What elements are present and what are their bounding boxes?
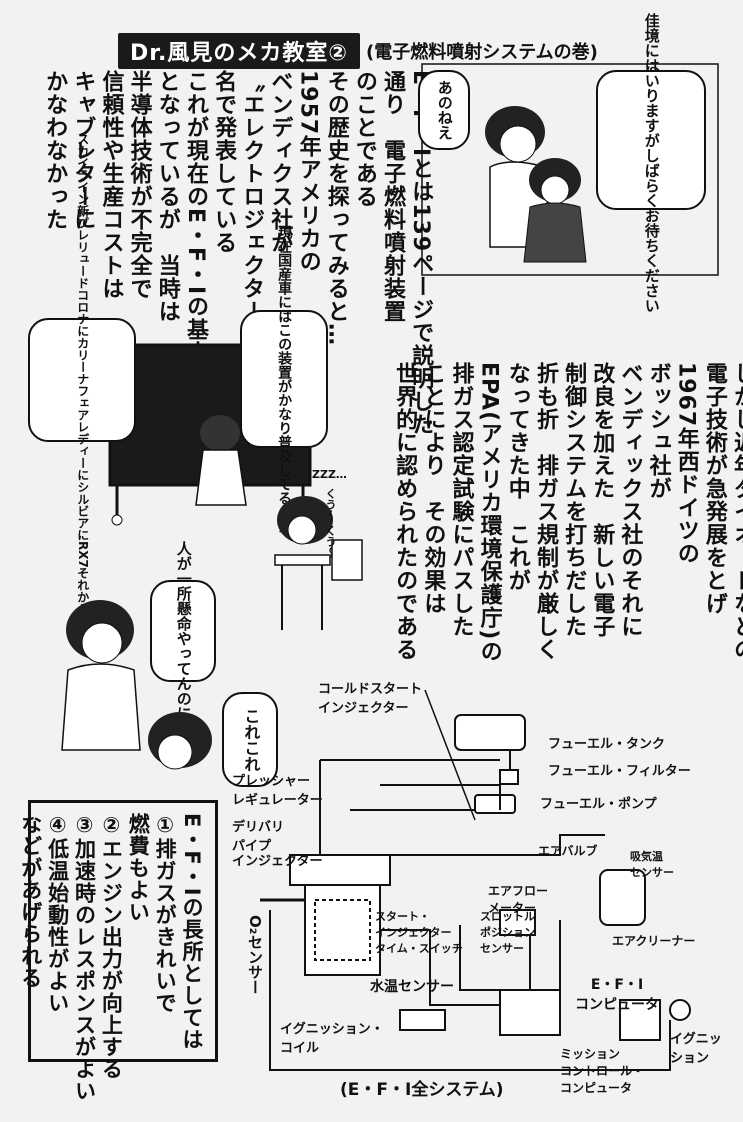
modern-line: 世界的に認められたのである (392, 362, 418, 661)
label-fuel-pump: フューエル・ポンプ (540, 797, 657, 812)
page-subtitle: (電子燃料噴射システムの巻) (366, 42, 598, 63)
intro-line: 1957年アメリカの (295, 70, 321, 274)
label-pressure-regulator: プレッシャー レギュレーター (232, 774, 323, 808)
efi-system-diagram: コールドスタート インジェクター フューエル・タンク フューエル・フィルター プ… (230, 670, 730, 1095)
snore-sfx: くう〜 くう〜 (324, 488, 337, 558)
bubble-please-wait: 話は 佳境にはいりますがしばらくお待ちください (596, 0, 706, 313)
bubble-cars-line: 新ブレリュード (75, 204, 90, 289)
bubble-please-wait-line: しばらく (642, 147, 661, 208)
bubble-cars-line: スカイライン (75, 132, 90, 205)
intro-line: 名で発表している (211, 70, 237, 254)
modern-line: 折も折 排ガス規制が厳しく (532, 362, 558, 661)
label-delivery-pipe: デリバリ パイプ (232, 820, 285, 854)
label-intake-temp-sensor: 吸気温 センサー (630, 850, 674, 879)
intro-line: かなわなかった (42, 70, 68, 231)
modern-line: 改良を加えた 新しい電子 (589, 362, 615, 638)
panel-talking (420, 62, 720, 277)
modern-line: 1967年西ドイツの (673, 362, 699, 566)
intro-line: のことである (351, 70, 377, 208)
pointing-girl-art (148, 712, 212, 770)
page-title: Dr.風見のメカ教室② (118, 33, 360, 69)
advantage-line: などがあげられる (18, 813, 43, 989)
bubble-cars-line: コロナにカリーナ (75, 288, 90, 385)
intro-line: これが現在のE・F・Iの基本 (182, 70, 208, 365)
label-injector: インジェクター (232, 854, 323, 869)
advantage-line: 燃費もよい (126, 813, 151, 923)
bubble-anone-line: あのねえ (435, 80, 454, 140)
advantage-line: ③加速時のレスポンスがよい (72, 813, 97, 1102)
intro-line: キャブレターに (70, 70, 96, 231)
bubble-please-wait-line: 話は 佳境に (642, 0, 661, 58)
bubble-effort-line: やってんのに (174, 631, 193, 721)
bubble-effort: 人が一所懸命やってんのに (150, 541, 216, 721)
modern-line: しかし近年ダイオードなどの (730, 362, 743, 661)
label-start-injector-switch: スタート・ インジェクター タイム・スイッチ (375, 910, 463, 955)
modern-line: 電子技術が急発展をとげ (701, 362, 727, 615)
bubble-effort-line: 人が一所懸命 (174, 541, 193, 631)
zzz-sfx: ZZZ… (312, 468, 347, 481)
bubble-koreda: これこれ (222, 692, 278, 787)
intro-line: 信頼性や生産コストは (98, 70, 124, 300)
label-cold-start-injector: コールドスタート インジェクター (318, 682, 423, 716)
intro-line: 通り 電子燃料噴射装置 (380, 70, 406, 323)
modern-line: ボッシュ社が (645, 362, 671, 500)
modern-line: 排ガス認定試験にパスした (448, 362, 474, 638)
label-airflow-meter: エアフロー メーター (488, 884, 549, 915)
label-efi-computer: E・F・I コンピュータ (575, 977, 659, 1013)
intro-text: E・F・Iとは139ページで説明した通り 電子燃料噴射装置のことであるその歴史を… (40, 70, 434, 436)
bubble-anone: あのねえ (418, 70, 470, 150)
efi-diagram-art (260, 689, 691, 1071)
bubble-cars-line: シルビアにRX7 (75, 480, 90, 568)
advantage-line: ①排ガスがきれいで (153, 813, 178, 1014)
advantage-line: E・F・Iの長所としては (180, 813, 204, 1051)
panel-angry (40, 575, 165, 765)
label-ignition: イグニッ ション (670, 1032, 722, 1066)
diagram-caption: (E・F・I全システム) (340, 1080, 504, 1100)
modern-line: ことにより その効果は (420, 362, 446, 615)
panel-sleeping (260, 470, 370, 640)
label-fuel-tank: フューエル・タンク (548, 737, 666, 752)
label-air-valve: エアバルブ (538, 844, 598, 858)
label-fuel-filter: フューエル・フィルター (548, 764, 691, 779)
label-o2-sensor: O₂センサー (246, 915, 264, 995)
panel-talking-art (421, 63, 719, 276)
bubble-domestic-line: この装置がかなり (276, 323, 293, 435)
label-water-temp-sensor: 水温センサー (370, 979, 454, 995)
label-mission-control-computer: ミッション コントロール・ コンピュータ (560, 1047, 645, 1095)
modern-line: ベンディックス社のそれに (617, 362, 643, 638)
angry-boy-art (61, 600, 141, 751)
advantage-line: ②エンジン出力が向上する (99, 813, 124, 1080)
bubble-domestic: 現在国産車にはこの装置がかなり普及してるんだ (240, 225, 328, 533)
label-ignition-coil: イグニッション・ コイル (280, 1022, 384, 1056)
advantage-line: ④低温始動性がよい (45, 813, 70, 1014)
label-air-cleaner: エアクリーナー (612, 934, 696, 948)
modern-line: なってきた中 これが (504, 362, 530, 592)
bubble-cars-line: フェアレディーに (75, 384, 90, 481)
label-throttle-position-sensor: スロットル ポジション センサー (480, 910, 535, 955)
bubble-domestic-line: 現在国産車には (276, 225, 293, 323)
bubble-please-wait-line: はいりますが (642, 57, 661, 148)
modern-line: 制御システムを打ちだした (561, 362, 587, 638)
sleeping-girl-art (274, 496, 363, 630)
modern-line: EPA(アメリカ環境保護庁)の (476, 362, 502, 664)
bubble-please-wait-line: お待ちください (642, 207, 661, 313)
intro-line: ベンディクス社が (267, 70, 293, 254)
intro-line: その歴史を探ってみると… (323, 70, 349, 346)
bubble-koreda-line: これこれ (241, 707, 261, 772)
intro-line: 半導体技術が不完全で (126, 70, 152, 300)
panel-pointing (120, 700, 230, 800)
intro-line: となっているが 当時は (154, 70, 180, 323)
